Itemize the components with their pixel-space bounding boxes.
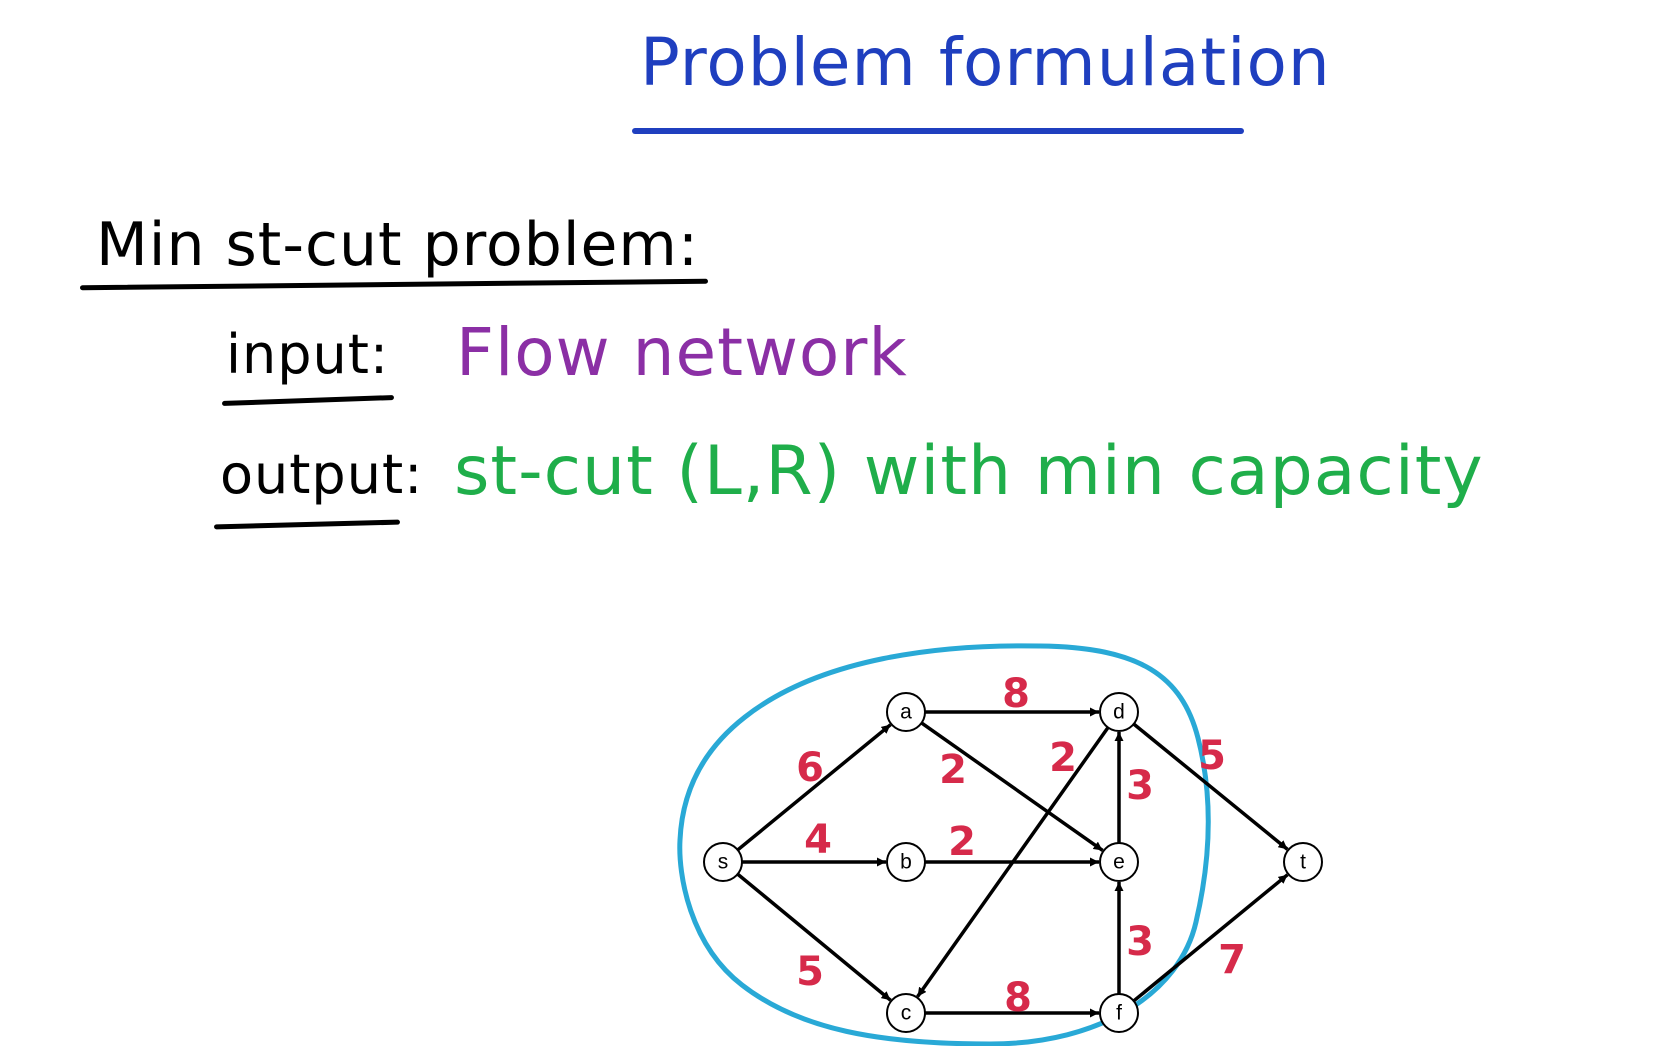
title-underline bbox=[632, 128, 1244, 134]
output-label: output: bbox=[220, 443, 424, 506]
node-label-c: c bbox=[901, 1002, 912, 1025]
capacity-label-s-c: 5 bbox=[796, 949, 824, 995]
node-a: a bbox=[886, 692, 926, 732]
edge-a-e bbox=[920, 721, 1104, 852]
node-circle-a bbox=[886, 692, 926, 732]
node-label-f: f bbox=[1116, 1002, 1122, 1025]
problem-heading: Min st-cut problem: bbox=[96, 210, 700, 280]
capacity-label-a-e: 2 bbox=[939, 747, 967, 793]
output-value: st-cut (L,R) with min capacity bbox=[454, 432, 1484, 511]
node-t: t bbox=[1283, 842, 1323, 882]
capacity-label-d-t: 5 bbox=[1198, 733, 1226, 779]
edge-s-c bbox=[736, 872, 892, 1002]
node-circle-e bbox=[1099, 842, 1139, 882]
node-circle-b bbox=[886, 842, 926, 882]
edge-f-t bbox=[1132, 873, 1289, 1003]
node-circle-c bbox=[886, 993, 926, 1033]
capacity-label-f-t: 7 bbox=[1218, 937, 1246, 983]
capacity-label-d-c: 2 bbox=[1049, 735, 1077, 781]
page-title: Problem formulation bbox=[640, 24, 1331, 101]
node-b: b bbox=[886, 842, 926, 882]
capacity-label-c-f: 8 bbox=[1004, 975, 1032, 1021]
node-label-d: d bbox=[1113, 701, 1125, 724]
node-f: f bbox=[1099, 993, 1139, 1033]
node-s: s bbox=[703, 842, 743, 882]
capacity-label-a-d: 8 bbox=[1002, 671, 1030, 717]
node-circle-f bbox=[1099, 993, 1139, 1033]
node-label-e: e bbox=[1113, 851, 1125, 874]
edge-d-c bbox=[916, 726, 1110, 998]
capacity-label-s-b: 4 bbox=[804, 817, 832, 863]
edge-d-t bbox=[1132, 722, 1289, 851]
node-d: d bbox=[1099, 692, 1139, 732]
node-e: e bbox=[1099, 842, 1139, 882]
node-label-s: s bbox=[718, 851, 729, 874]
input-value: Flow network bbox=[456, 314, 908, 391]
cut-region-curve bbox=[677, 643, 1211, 1046]
node-c: c bbox=[886, 993, 926, 1033]
node-circle-s bbox=[703, 842, 743, 882]
capacity-label-f-e: 3 bbox=[1126, 919, 1154, 965]
node-label-b: b bbox=[900, 851, 912, 874]
capacity-label-s-a: 6 bbox=[796, 745, 824, 791]
node-circle-d bbox=[1099, 692, 1139, 732]
node-label-t: t bbox=[1300, 851, 1306, 874]
capacity-label-e-d: 3 bbox=[1126, 763, 1154, 809]
input-label: input: bbox=[226, 323, 390, 386]
edge-s-a bbox=[736, 723, 892, 852]
node-circle-t bbox=[1283, 842, 1323, 882]
node-label-a: a bbox=[900, 701, 912, 724]
capacity-label-b-e: 2 bbox=[948, 819, 976, 865]
